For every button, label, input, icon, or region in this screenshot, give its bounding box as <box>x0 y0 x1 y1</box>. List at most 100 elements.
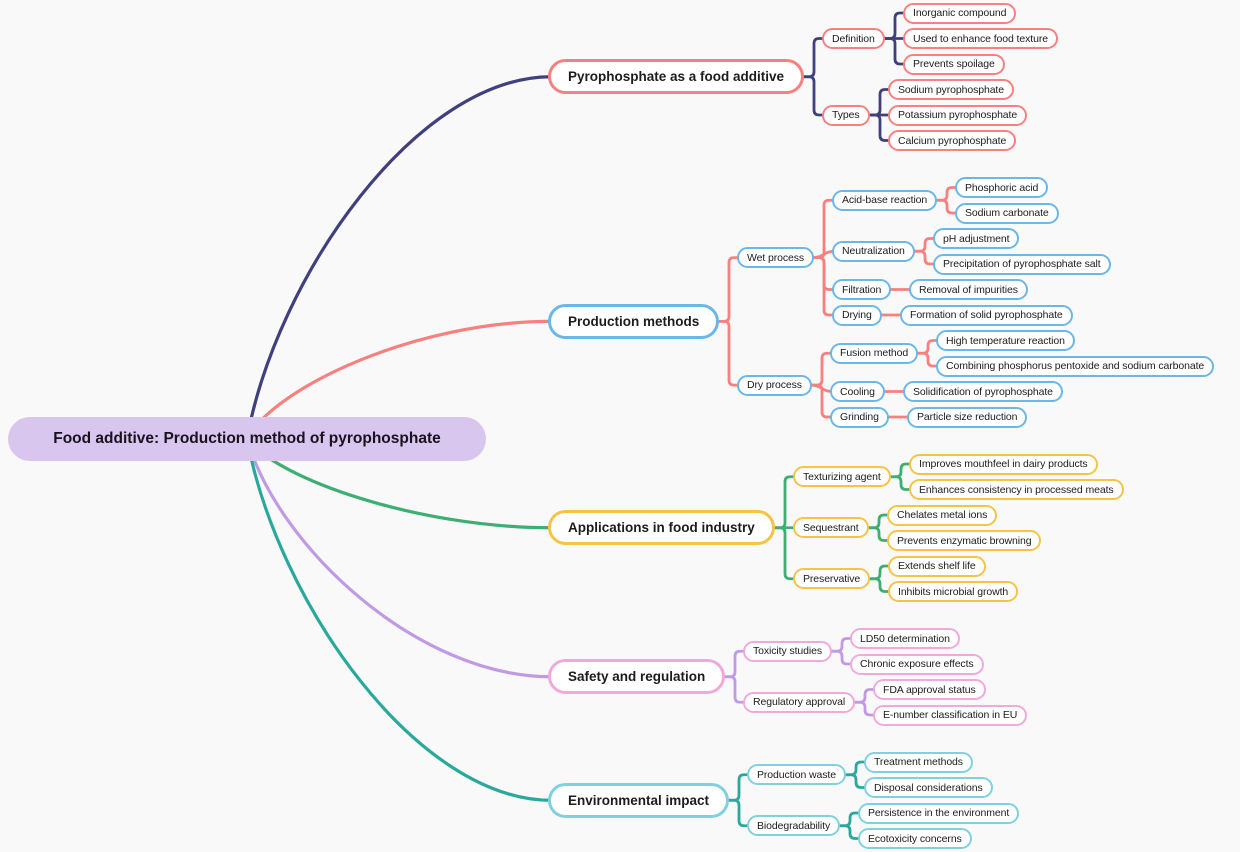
leaf-node[interactable]: Sodium pyrophosphate <box>888 79 1014 100</box>
link-elbow <box>828 637 854 653</box>
node-label: Solidification of pyrophosphate <box>913 385 1053 398</box>
leaf-node[interactable]: Prevents enzymatic browning <box>887 530 1042 551</box>
topic-node[interactable]: Cooling <box>830 381 885 402</box>
node-label: Prevents enzymatic browning <box>897 534 1032 547</box>
branch-node[interactable]: Environmental impact <box>548 782 730 818</box>
topic-node[interactable]: Acid-base reaction <box>832 189 938 211</box>
leaf-node[interactable]: LD50 determination <box>850 628 960 649</box>
node-label: FDA approval status <box>883 683 976 696</box>
link-elbow <box>800 75 826 117</box>
link-elbow <box>771 475 797 530</box>
node-label: Sodium carbonate <box>965 207 1049 219</box>
node-label: Inorganic compound <box>913 7 1007 19</box>
link-elbow <box>881 37 907 66</box>
node-label: Ecotoxicity concerns <box>868 832 962 845</box>
node-label: Drying <box>842 309 872 321</box>
leaf-node[interactable]: Improves mouthfeel in dairy products <box>909 453 1098 475</box>
node-label: Applications in food industry <box>568 520 755 536</box>
leaf-node[interactable]: Inhibits microbial growth <box>888 581 1019 602</box>
link-curve <box>245 436 553 679</box>
leaf-node[interactable]: Used to enhance food texture <box>903 28 1058 49</box>
leaf-node[interactable]: Persistence in the environment <box>858 802 1020 824</box>
leaf-node[interactable]: High temperature reaction <box>936 330 1075 351</box>
leaf-node[interactable]: Potassium pyrophosphate <box>888 104 1028 126</box>
link-curve <box>245 436 553 802</box>
link-elbow <box>810 198 836 260</box>
leaf-node[interactable]: FDA approval status <box>873 679 986 700</box>
topic-node[interactable]: Grinding <box>830 406 889 428</box>
topic-node[interactable]: Sequestrant <box>793 517 869 539</box>
leaf-node[interactable]: Calcium pyrophosphate <box>888 130 1017 151</box>
leaf-node[interactable]: Ecotoxicity concerns <box>858 828 972 849</box>
link-elbow <box>836 811 862 828</box>
leaf-node[interactable]: E-number classification in EU <box>873 704 1028 726</box>
leaf-node[interactable]: pH adjustment <box>933 228 1020 249</box>
branch-node[interactable]: Pyrophosphate as a food additive <box>548 59 805 95</box>
link-elbow <box>715 319 741 387</box>
branch-node[interactable]: Production methods <box>548 303 720 339</box>
link-elbow <box>800 37 826 79</box>
leaf-node[interactable]: Combining phosphorus pentoxide and sodiu… <box>936 355 1215 377</box>
topic-node[interactable]: Wet process <box>737 247 815 269</box>
leaf-node[interactable]: Removal of impurities <box>909 279 1028 300</box>
leaf-node[interactable]: Phosphoric acid <box>955 177 1049 198</box>
topic-node[interactable]: Filtration <box>832 279 892 300</box>
topic-node[interactable]: Preservative <box>793 568 871 590</box>
branch-node[interactable]: Safety and regulation <box>548 659 726 695</box>
topic-node[interactable]: Regulatory approval <box>743 691 856 713</box>
topic-node[interactable]: Types <box>822 104 870 126</box>
leaf-node[interactable]: Particle size reduction <box>907 406 1028 428</box>
topic-node[interactable]: Fusion method <box>830 342 919 364</box>
link-elbow <box>808 383 834 419</box>
link-elbow <box>881 11 907 40</box>
leaf-node[interactable]: Enhances consistency in processed meats <box>909 479 1124 500</box>
link-curve <box>245 75 553 441</box>
node-label: Fusion method <box>840 347 909 360</box>
topic-node[interactable]: Dry process <box>737 374 812 396</box>
node-label: Texturizing agent <box>803 470 881 483</box>
leaf-node[interactable]: Disposal considerations <box>864 777 993 798</box>
node-label: Biodegradability <box>757 819 831 832</box>
topic-node[interactable]: Production waste <box>747 764 846 786</box>
link-elbow <box>914 339 940 355</box>
leaf-node[interactable]: Inorganic compound <box>903 2 1017 24</box>
link-elbow <box>715 256 741 323</box>
leaf-node[interactable]: Solidification of pyrophosphate <box>903 381 1063 402</box>
topic-node[interactable]: Neutralization <box>832 240 915 262</box>
node-label: Types <box>832 109 860 121</box>
topic-node[interactable]: Toxicity studies <box>743 640 833 662</box>
link-elbow <box>721 675 747 704</box>
node-label: Prevents spoilage <box>913 58 995 70</box>
node-label: Production methods <box>568 313 700 329</box>
topic-node[interactable]: Biodegradability <box>747 815 841 837</box>
leaf-node[interactable]: Sodium carbonate <box>955 202 1059 224</box>
branch-node[interactable]: Applications in food industry <box>548 510 775 546</box>
node-label: Safety and regulation <box>568 669 706 685</box>
leaf-node[interactable]: Extends shelf life <box>888 555 986 577</box>
node-label: Extends shelf life <box>898 560 976 572</box>
link-elbow <box>808 351 834 387</box>
leaf-node[interactable]: Treatment methods <box>864 751 973 773</box>
leaf-node[interactable]: Precipitation of pyrophosphate salt <box>933 253 1111 275</box>
leaf-node[interactable]: Prevents spoilage <box>903 53 1005 75</box>
topic-node[interactable]: Drying <box>832 304 882 326</box>
topic-node[interactable]: Texturizing agent <box>793 466 891 488</box>
node-label: Treatment methods <box>874 756 963 768</box>
node-label: Particle size reduction <box>917 411 1018 423</box>
link-elbow <box>865 513 891 530</box>
node-label: Acid-base reaction <box>842 194 928 207</box>
leaf-node[interactable]: Chronic exposure effects <box>850 653 984 675</box>
link-elbow <box>771 526 797 581</box>
link-elbow <box>866 564 892 581</box>
node-label: Definition <box>832 32 875 45</box>
node-label: LD50 determination <box>860 632 950 645</box>
link-elbow <box>933 198 959 215</box>
root-node[interactable]: Food additive: Production method of pyro… <box>8 416 486 461</box>
link-elbow <box>865 526 891 542</box>
leaf-node[interactable]: Chelates metal ions <box>887 504 998 526</box>
leaf-node[interactable]: Formation of solid pyrophosphate <box>900 304 1073 326</box>
link-elbow <box>721 649 747 679</box>
topic-node[interactable]: Definition <box>822 28 885 49</box>
